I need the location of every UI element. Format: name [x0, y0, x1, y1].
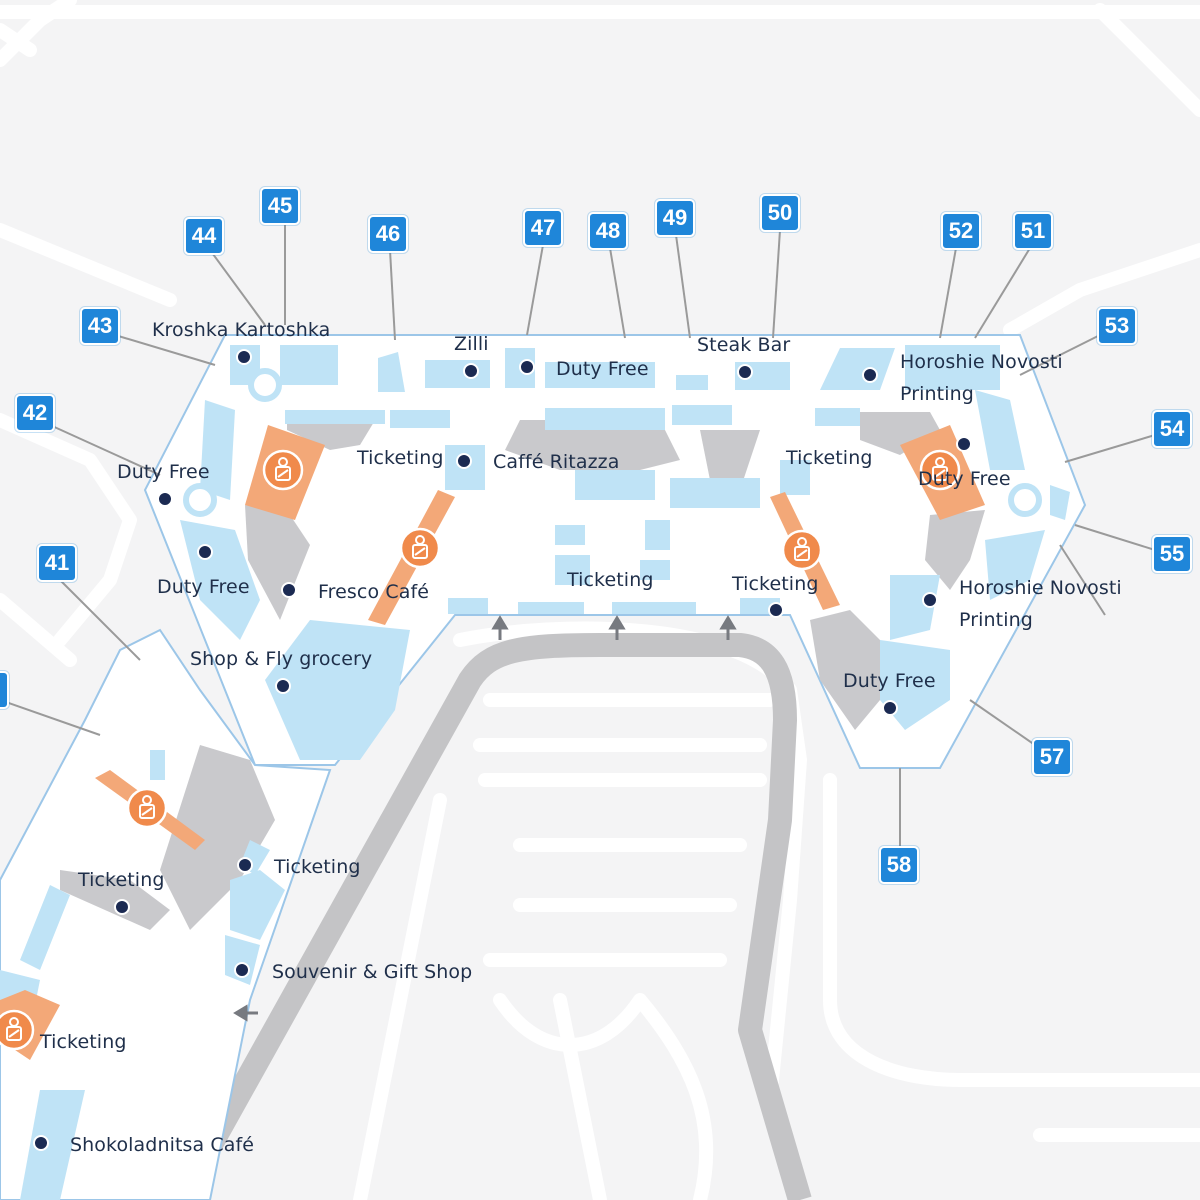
poi-label-ticketing-lower-left[interactable]: Ticketing — [40, 1031, 127, 1053]
security-checkpoint-icon[interactable] — [398, 526, 442, 570]
gate-badge-55[interactable]: 55 — [1152, 535, 1192, 573]
road-right-loop — [823, 773, 1200, 1087]
poi-dot-ticketing-wing-west[interactable] — [114, 899, 130, 915]
gate-badge-58[interactable]: 58 — [879, 846, 919, 884]
poi-label-fresco-cafe[interactable]: Fresco Café — [318, 581, 430, 603]
poi-label-zilli[interactable]: Zilli — [454, 333, 489, 355]
poi-dot-kroshka-kartoshka[interactable] — [236, 349, 252, 365]
security-checkpoint-icon[interactable] — [0, 1008, 36, 1052]
poi-label-duty-free-right[interactable]: Duty Free — [918, 468, 1011, 490]
gate-badge-47[interactable]: 47 — [523, 209, 563, 247]
ramp-loop — [169, 633, 812, 1200]
poi-label-duty-free-left-lower[interactable]: Duty Free — [157, 576, 250, 598]
security-checkpoint-icon[interactable] — [261, 448, 305, 492]
gate-badge-41[interactable]: 41 — [37, 544, 77, 582]
security-checkpoint-icon[interactable] — [125, 786, 169, 830]
poi-label-shop-fly-grocery[interactable]: Shop & Fly grocery — [190, 648, 373, 670]
road-left-diagonal — [0, 223, 177, 307]
gate-badge-50[interactable]: 50 — [760, 194, 800, 232]
gate-badge-46[interactable]: 46 — [368, 215, 408, 253]
poi-dot-shokoladnitsa-cafe[interactable] — [33, 1135, 49, 1151]
gate-badge-51[interactable]: 51 — [1013, 212, 1053, 250]
rotundas — [183, 368, 1042, 517]
poi-label-ticketing-west[interactable]: Ticketing — [357, 447, 444, 469]
poi-label-duty-free-lower-right[interactable]: Duty Free — [843, 670, 936, 692]
poi-dot-zilli[interactable] — [463, 363, 479, 379]
poi-dot-ticketing-west[interactable] — [456, 453, 472, 469]
gate-badge-49[interactable]: 49 — [655, 199, 695, 237]
poi-label-steak-bar[interactable]: Steak Bar — [697, 334, 791, 356]
poi-label-horoshie-novosti-lower[interactable]: Horoshie Novosti Printing — [959, 577, 1122, 631]
poi-label-caffe-ritazza[interactable]: Caffé Ritazza — [493, 451, 620, 473]
poi-label-ticketing-wing-west[interactable]: Ticketing — [78, 869, 165, 891]
poi-label-kroshka-kartoshka[interactable]: Kroshka Kartoshka — [152, 319, 331, 341]
poi-label-duty-free-left[interactable]: Duty Free — [117, 461, 210, 483]
poi-label-ticketing-east[interactable]: Ticketing — [786, 447, 873, 469]
poi-dot-duty-free-left-lower[interactable] — [197, 544, 213, 560]
poi-dot-duty-free-top[interactable] — [519, 359, 535, 375]
direction-arrows — [233, 615, 737, 1022]
poi-label-ticketing-center[interactable]: Ticketing — [567, 569, 654, 591]
poi-dot-shop-fly-grocery[interactable] — [275, 678, 291, 694]
poi-dot-duty-free-lower-right[interactable] — [882, 700, 898, 716]
gate-badge-42[interactable]: 42 — [15, 394, 55, 432]
poi-dot-duty-free-right[interactable] — [956, 436, 972, 452]
poi-dot-fresco-cafe[interactable] — [281, 582, 297, 598]
road-left-curve — [0, 413, 137, 647]
security-checkpoint-icon[interactable] — [918, 448, 962, 492]
poi-dot-steak-bar[interactable] — [737, 364, 753, 380]
poi-label-ticketing-wing-east[interactable]: Ticketing — [274, 856, 361, 878]
poi-label-shokoladnitsa-cafe[interactable]: Shokoladnitsa Café — [70, 1134, 255, 1156]
gate-badge-54[interactable]: 54 — [1152, 410, 1192, 448]
gate-badge-48[interactable]: 48 — [588, 212, 628, 250]
security-checkpoint-icon[interactable] — [780, 528, 824, 572]
road-left-lower — [0, 593, 77, 667]
road-right-diagonal — [1003, 243, 1200, 337]
poi-dot-horoshie-novosti-top[interactable] — [862, 367, 878, 383]
poi-label-horoshie-novosti-top[interactable]: Horoshie Novosti Printing — [900, 351, 1063, 405]
poi-dot-ticketing-wing-east[interactable] — [237, 857, 253, 873]
road-lower-left — [353, 793, 447, 1200]
gate-badge-45[interactable]: 45 — [260, 187, 300, 225]
poi-dot-duty-free-left[interactable] — [157, 491, 173, 507]
poi-dot-horoshie-novosti-lower[interactable] — [922, 592, 938, 608]
poi-label-ticketing-curb-east[interactable]: Ticketing — [732, 573, 819, 595]
poi-dot-souvenir-gift-shop[interactable] — [234, 962, 250, 978]
road-top-right — [1093, 3, 1200, 117]
gate-badge-44[interactable]: 44 — [184, 217, 224, 255]
road-lower-mid — [553, 993, 607, 1200]
gate-badge-52[interactable]: 52 — [941, 212, 981, 250]
poi-label-duty-free-top[interactable]: Duty Free — [556, 358, 649, 380]
poi-label-souvenir-gift-shop[interactable]: Souvenir & Gift Shop — [272, 961, 473, 983]
gate-badge-43[interactable]: 43 — [80, 307, 120, 345]
gate-leader-lines — [0, 225, 1156, 848]
gate-badge-53[interactable]: 53 — [1097, 307, 1137, 345]
gate-badge-offscreen[interactable] — [0, 671, 9, 709]
poi-dot-ticketing-curb-east[interactable] — [768, 602, 784, 618]
road-top-left-2 — [0, 23, 37, 57]
gate-badge-57[interactable]: 57 — [1032, 738, 1072, 776]
apron-inner-loop — [493, 993, 714, 1200]
